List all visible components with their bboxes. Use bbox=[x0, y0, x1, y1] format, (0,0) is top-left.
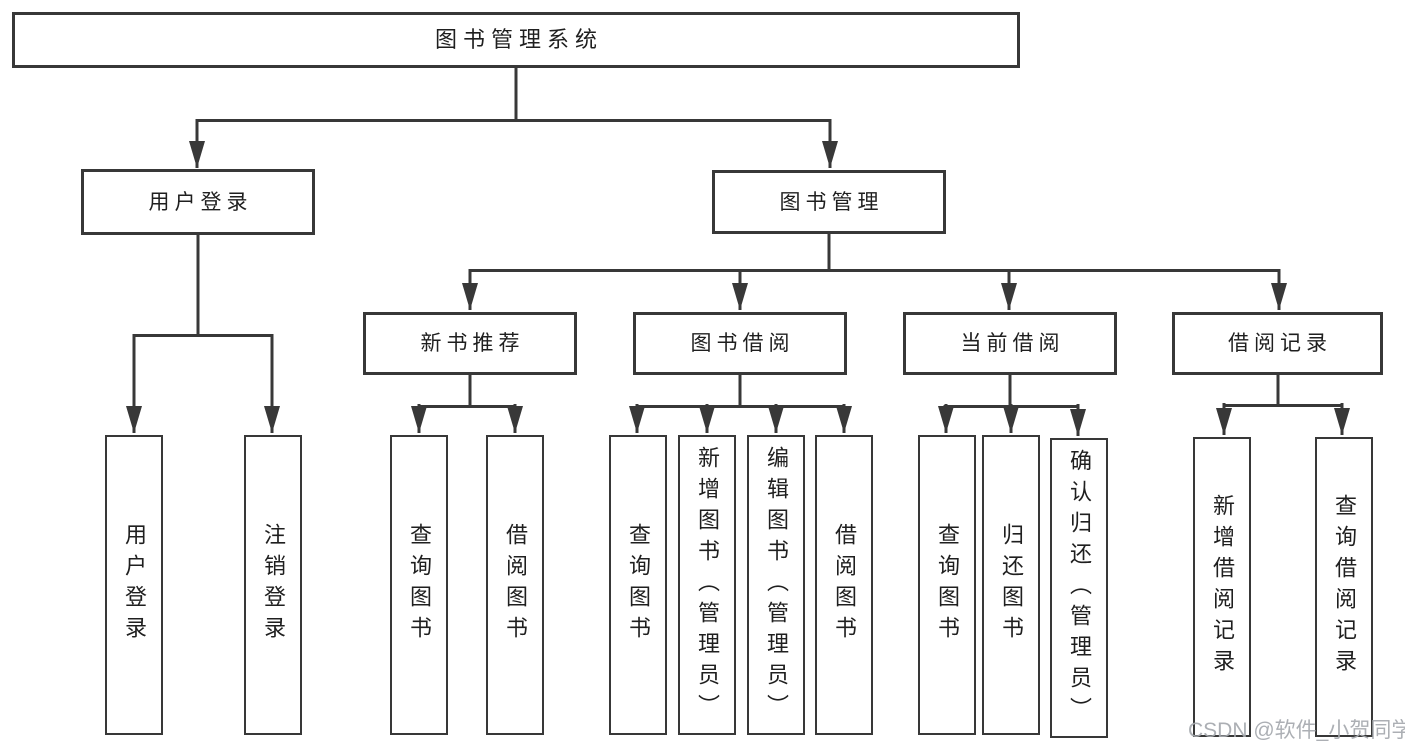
leaf-add-books-admin: 新增图书（管理员） bbox=[678, 435, 736, 735]
node-label: 图书管理 bbox=[779, 190, 884, 214]
node-book-borrowing: 图书借阅 bbox=[633, 312, 847, 375]
node-label: 借阅记录 bbox=[1228, 332, 1332, 355]
node-new-book-recommendation: 新书推荐 bbox=[363, 312, 577, 375]
node-label: 借阅图书 bbox=[832, 523, 857, 647]
node-label: 新书推荐 bbox=[420, 332, 525, 355]
leaf-user-login: 用户登录 bbox=[105, 435, 163, 735]
leaf-query-books-borrowing: 查询图书 bbox=[609, 435, 667, 735]
node-label: 查询图书 bbox=[935, 523, 960, 647]
node-label: 归还图书 bbox=[999, 523, 1024, 647]
node-label: 图书借阅 bbox=[690, 332, 795, 355]
node-label: 借阅图书 bbox=[503, 523, 528, 647]
csdn-watermark: CSDN @软件_小贺同学 bbox=[1188, 719, 1405, 742]
node-label: 查询图书 bbox=[407, 523, 432, 647]
leaf-return-books: 归还图书 bbox=[982, 435, 1040, 735]
node-label: 用户登录 bbox=[122, 523, 147, 647]
leaf-borrow-books-borrowing: 借阅图书 bbox=[815, 435, 873, 735]
node-label: 用户登录 bbox=[148, 190, 253, 214]
node-book-management-branch: 图书管理 bbox=[712, 170, 946, 234]
node-label: 确认归还（管理员） bbox=[1067, 448, 1092, 728]
node-label: 查询图书 bbox=[626, 523, 651, 647]
node-current-borrowing: 当前借阅 bbox=[903, 312, 1117, 375]
node-label: 注销登录 bbox=[261, 523, 286, 647]
leaf-query-borrow-record: 查询借阅记录 bbox=[1315, 437, 1373, 737]
connectors bbox=[126, 68, 1350, 436]
node-label: 编辑图书（管理员） bbox=[764, 445, 789, 725]
node-borrowing-records: 借阅记录 bbox=[1172, 312, 1383, 375]
node-root-label: 图书管理系统 bbox=[434, 27, 603, 52]
node-label: 新增图书（管理员） bbox=[695, 445, 720, 725]
node-label: 新增借阅记录 bbox=[1210, 494, 1235, 680]
leaf-query-books-current: 查询图书 bbox=[918, 435, 976, 735]
leaf-add-borrow-record: 新增借阅记录 bbox=[1193, 437, 1251, 737]
leaf-query-books-recommendation: 查询图书 bbox=[390, 435, 448, 735]
leaf-borrow-books-recommendation: 借阅图书 bbox=[486, 435, 544, 735]
leaf-confirm-return-admin: 确认归还（管理员） bbox=[1050, 438, 1108, 738]
node-label: 当前借阅 bbox=[960, 332, 1065, 355]
leaf-logout: 注销登录 bbox=[244, 435, 302, 735]
node-label: 查询借阅记录 bbox=[1332, 494, 1357, 680]
node-root-system: 图书管理系统 bbox=[12, 12, 1020, 68]
node-user-login-branch: 用户登录 bbox=[81, 169, 315, 235]
leaf-edit-books-admin: 编辑图书（管理员） bbox=[747, 435, 805, 735]
